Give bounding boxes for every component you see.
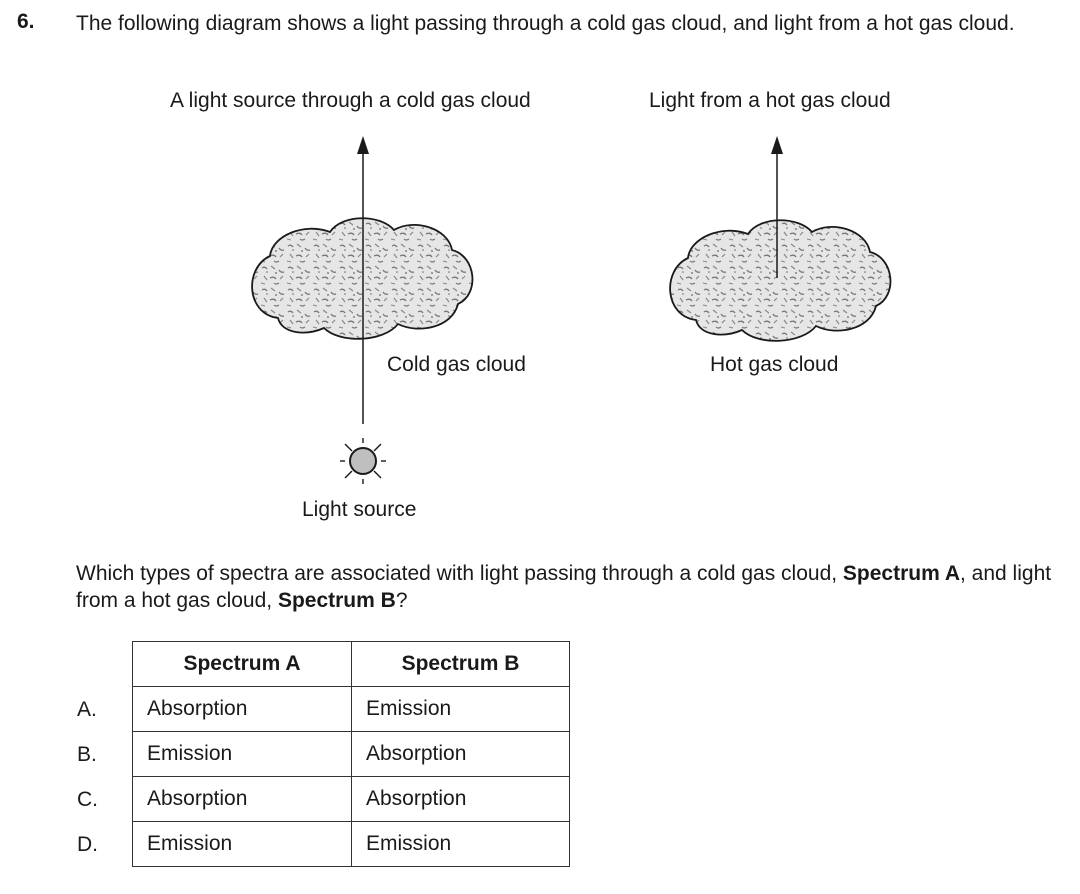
question-text: The following diagram shows a light pass… [76,12,1015,35]
answer-options-table: Spectrum A Spectrum B Absorption Emissio… [132,641,570,867]
option-letter-d[interactable]: D. [77,833,98,856]
header-spectrum-a: Spectrum A [132,641,352,687]
option-b-spectrum-a: Emission [132,731,352,777]
spectrum-b-term: Spectrum B [277,589,396,612]
option-d-spectrum-a: Emission [132,821,352,867]
light-source-icon [340,438,386,484]
table-row[interactable]: Absorption Emission [132,686,570,732]
right-diagram-title: Light from a hot gas cloud [649,89,891,112]
question-number: 6. [17,10,35,33]
option-letter-a[interactable]: A. [77,698,97,721]
option-a-spectrum-b: Emission [351,686,570,732]
option-b-spectrum-b: Absorption [351,731,570,777]
table-row[interactable]: Emission Emission [132,821,570,867]
header-spectrum-b: Spectrum B [351,641,570,687]
spectrum-a-term: Spectrum A [842,562,961,585]
light-source-label: Light source [302,498,417,521]
hot-gas-cloud-label: Hot gas cloud [710,353,839,376]
left-diagram-title: A light source through a cold gas cloud [170,89,531,112]
cold-gas-cloud-icon [251,217,474,340]
prompt-part3: ? [395,589,408,612]
spectra-diagram [251,136,892,484]
cold-gas-cloud-label: Cold gas cloud [387,353,526,376]
table-row[interactable]: Emission Absorption [132,731,570,777]
hot-gas-cloud-icon [669,219,892,342]
option-c-spectrum-b: Absorption [351,776,570,822]
option-a-spectrum-a: Absorption [132,686,352,732]
option-c-spectrum-a: Absorption [132,776,352,822]
table-row[interactable]: Absorption Absorption [132,776,570,822]
table-header-row: Spectrum A Spectrum B [132,641,570,687]
option-letter-b[interactable]: B. [77,743,97,766]
option-letter-c[interactable]: C. [77,788,98,811]
question-prompt: Which types of spectra are associated wi… [76,560,1066,614]
option-d-spectrum-b: Emission [351,821,570,867]
prompt-part2: , and light from a hot gas cloud, [76,562,1052,612]
cold-arrow-head-icon [357,136,369,154]
prompt-part1: Which types of spectra are associated wi… [76,562,843,585]
hot-arrow-head-icon [771,136,783,154]
